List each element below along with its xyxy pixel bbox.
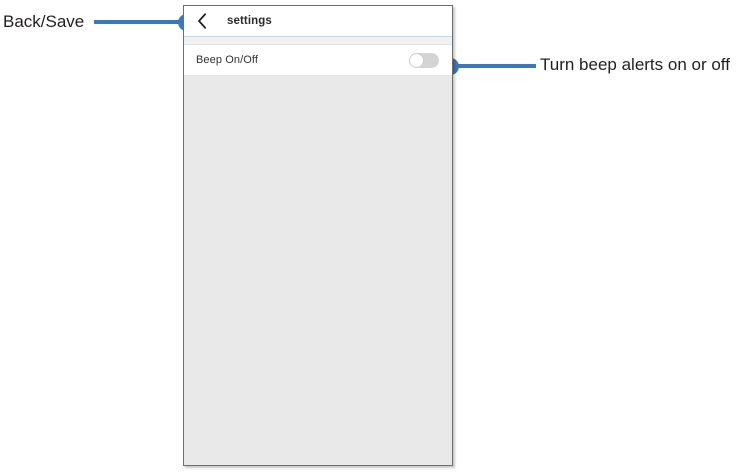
phone-screen-frame: settings Beep On/Off — [183, 5, 453, 466]
settings-list: Beep On/Off — [184, 45, 452, 76]
annotation-leader-line-back-save — [94, 20, 186, 24]
annotation-label-beep: Turn beep alerts on or off — [540, 55, 730, 74]
page-title: settings — [227, 15, 272, 27]
header-divider-strip — [184, 37, 452, 45]
list-item-beep-on-off[interactable]: Beep On/Off — [184, 45, 452, 76]
list-item-label: Beep On/Off — [196, 54, 259, 66]
toggle-knob — [409, 52, 424, 68]
empty-content-area — [184, 76, 452, 465]
annotation-leader-line-beep — [450, 64, 536, 68]
app-header-bar: settings — [184, 6, 452, 37]
chevron-left-icon[interactable] — [195, 12, 208, 30]
beep-toggle-switch[interactable] — [409, 52, 439, 68]
annotation-label-back-save: Back/Save — [3, 12, 85, 31]
